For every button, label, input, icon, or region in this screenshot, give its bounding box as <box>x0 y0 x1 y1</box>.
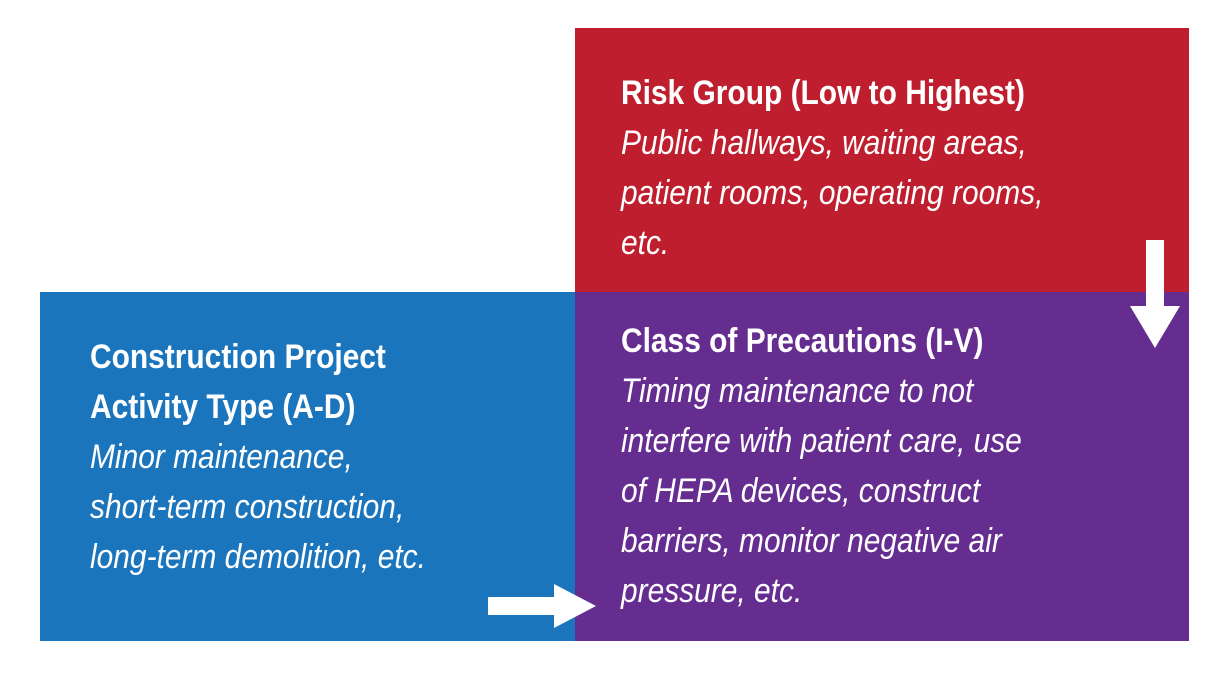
precautions-title: Class of Precautions (I-V) <box>621 322 984 360</box>
risk-group-line: Public hallways, waiting areas, <box>621 124 1027 162</box>
risk-group-title: Risk Group (Low to Highest) <box>621 74 1025 112</box>
precautions-line: of HEPA devices, construct <box>621 472 981 510</box>
activity-type-title: Construction Project <box>90 338 386 376</box>
risk-group-line: etc. <box>621 224 670 262</box>
activity-type-line: long-term demolition, etc. <box>90 538 426 576</box>
activity-type-line: short-term construction, <box>90 488 405 526</box>
activity-type-line: Minor maintenance, <box>90 438 353 476</box>
class-of-precautions-box: Class of Precautions (I-V) Timing mainte… <box>575 292 1189 641</box>
precautions-line: interfere with patient care, use <box>621 422 1022 460</box>
activity-type-box: Construction Project Activity Type (A-D)… <box>40 292 575 641</box>
precautions-line: Timing maintenance to not <box>621 372 974 410</box>
risk-group-line: patient rooms, operating rooms, <box>621 174 1044 212</box>
arrow-down-icon <box>1130 240 1180 348</box>
risk-group-box: Risk Group (Low to Highest) Public hallw… <box>575 28 1189 292</box>
activity-type-title: Activity Type (A-D) <box>90 388 356 426</box>
precautions-line: pressure, etc. <box>621 572 803 610</box>
precautions-line: barriers, monitor negative air <box>621 522 1002 560</box>
arrow-right-icon <box>488 584 596 628</box>
